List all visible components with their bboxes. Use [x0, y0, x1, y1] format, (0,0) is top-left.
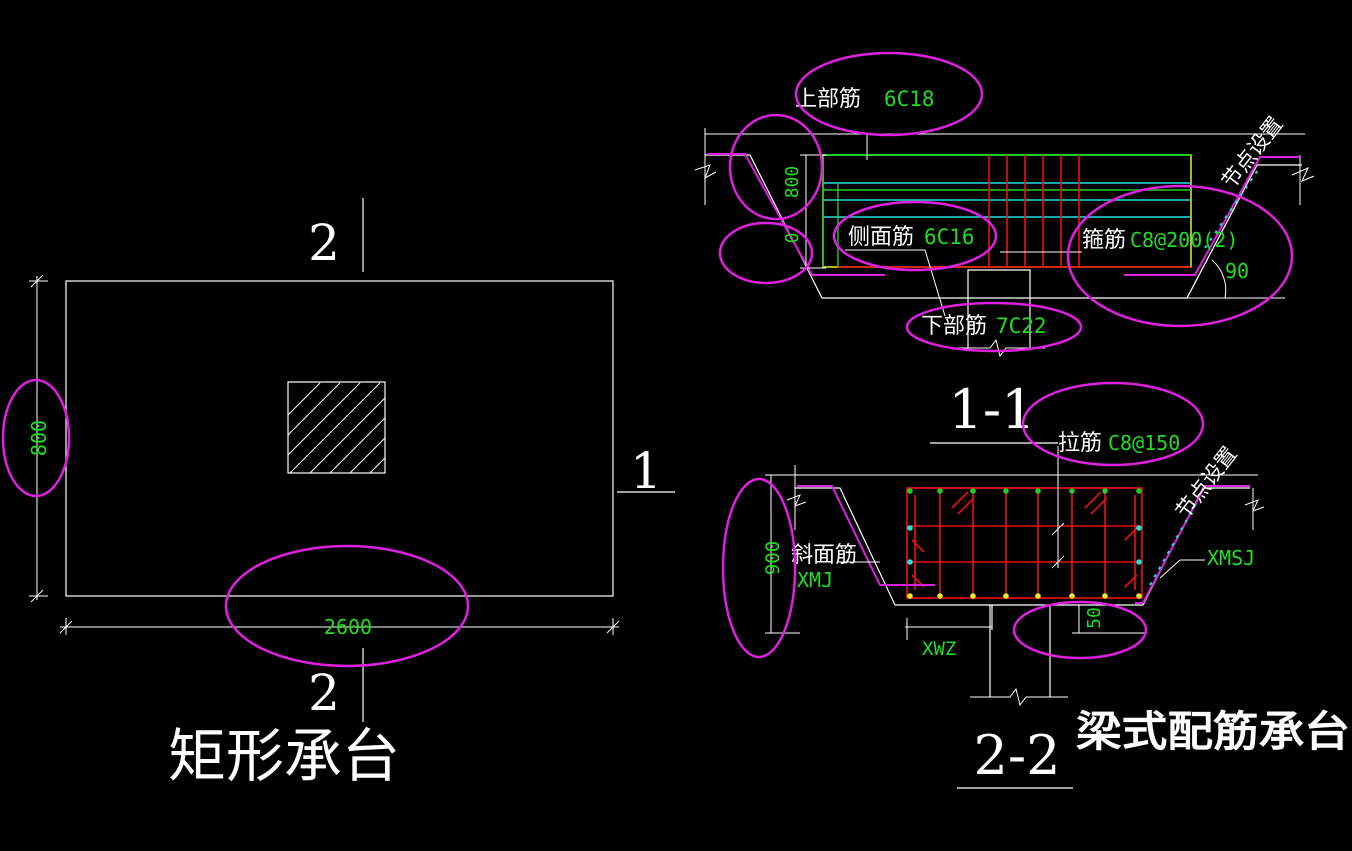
section-2-2-dim-height: 900: [762, 541, 784, 575]
section-2-2: 拉筋 C8@150 节点设置 斜面筋 XMJ XMSJ XWZ 900 50 2…: [721, 381, 1350, 789]
xwz-label: XWZ: [922, 638, 956, 660]
highlight-ellipse: [832, 200, 998, 272]
stirrups-red: [988, 155, 1080, 267]
slope-rebar-code: XMJ: [797, 568, 833, 592]
highlight-ellipse: [728, 113, 824, 221]
column-section: [287, 381, 386, 474]
highlight-ellipse: [224, 544, 470, 668]
tie-bar-name: 拉筋: [1058, 431, 1102, 456]
tie-bar-value: C8@150: [1108, 431, 1180, 455]
slope-rebar-magenta-left: [707, 153, 885, 276]
section-2-2-label: 2-2: [974, 724, 1061, 787]
slope-rebar-magenta-right: [1124, 156, 1300, 276]
section-1-1-dim-zero: 0: [782, 233, 803, 244]
section-1-1: 上部筋 6C18 侧面筋 6C16 箍筋 C8@200(2) 下部筋 7C22 …: [694, 51, 1315, 444]
plan-view: 2 2 1 800 2600 矩形承台: [1, 198, 675, 790]
side-rebar-name: 侧面筋: [848, 225, 914, 250]
slope-rebar-name: 斜面筋: [791, 543, 857, 568]
pile-cap-outline: [65, 280, 614, 597]
bottom-rebar-name: 下部筋: [921, 314, 987, 339]
side-rebar-value: 6C16: [924, 225, 975, 249]
highlight-ellipse: [718, 221, 814, 285]
rebar-dots: [907, 488, 1142, 599]
section-2-2-dim-50: 50: [1084, 607, 1105, 629]
xmsj-label: XMSJ: [1207, 546, 1255, 570]
slope-rebar-magenta-left-2: [797, 485, 935, 586]
section-1-1-label: 1-1: [949, 378, 1036, 441]
highlight-ellipse: [721, 477, 797, 659]
highlight-ellipse: [1012, 600, 1148, 660]
bottom-rebar-value: 7C22: [996, 314, 1047, 338]
plan-dim-width: 2600: [324, 615, 372, 639]
highlight-ellipse: [794, 51, 984, 137]
plan-dim-height: 800: [27, 420, 51, 456]
top-rebar-value: 6C18: [884, 87, 935, 111]
section-1-1-dim-height: 800: [782, 166, 803, 199]
stirrup-value: C8@200(2): [1130, 228, 1238, 252]
highlight-ellipse: [1, 378, 71, 498]
rebar-grid-red: [907, 488, 1142, 598]
column-hatch: [288, 382, 385, 473]
plan-section-mark-top: 2: [308, 214, 340, 272]
highlight-ellipse: [1021, 381, 1205, 467]
angle-value: 90: [1225, 259, 1249, 283]
highlight-ellipse: [1066, 184, 1294, 328]
node-setting-label-2: 节点设置: [1171, 442, 1242, 523]
section-2-2-title: 梁式配筋承台: [1076, 707, 1350, 756]
rebar-cage-outline: [906, 487, 1143, 599]
top-rebar-name: 上部筋: [795, 87, 861, 112]
stirrup-name: 箍筋: [1082, 228, 1126, 253]
plan-section-mark-bottom: 2: [308, 664, 340, 722]
node-setting-label: 节点设置: [1217, 112, 1288, 193]
plan-section-mark-right: 1: [630, 442, 662, 500]
plan-title: 矩形承台: [168, 722, 400, 790]
highlight-ellipse: [905, 301, 1083, 353]
